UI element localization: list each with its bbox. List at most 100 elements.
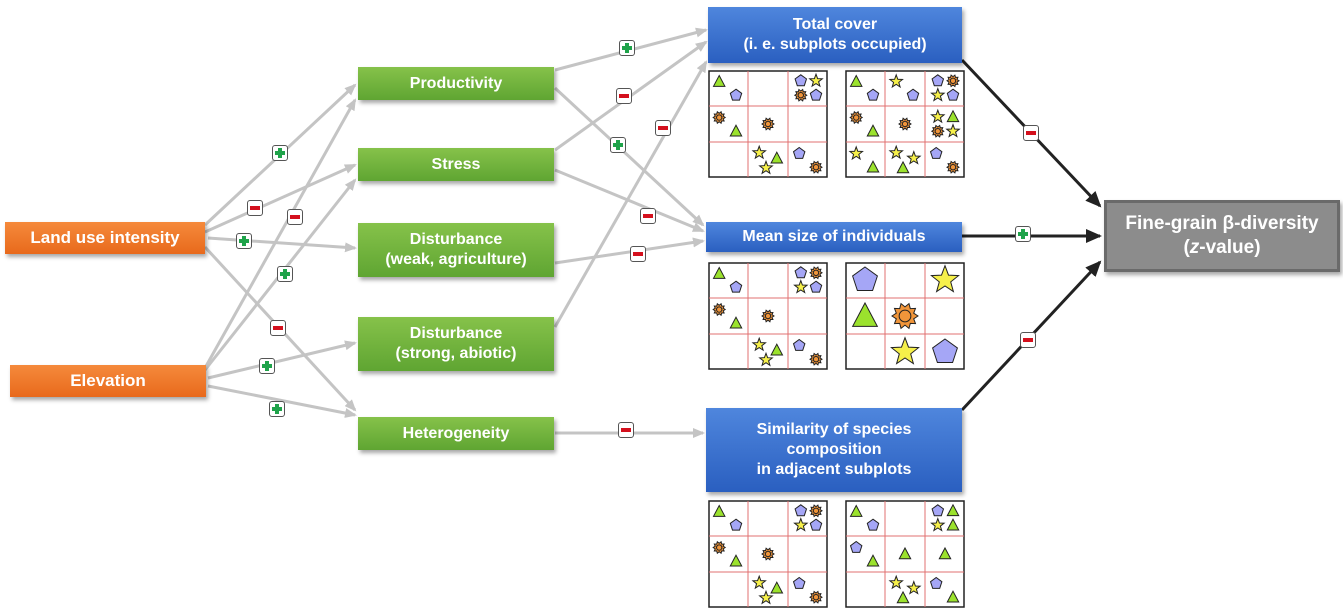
total-cover-box: Total cover (i. e. subplots occupied) <box>708 7 962 63</box>
beta-diversity-title: Fine-grain β-diversity <box>1125 213 1319 235</box>
star-icon <box>930 517 946 532</box>
star-icon <box>793 279 809 294</box>
plus-vertical-bar <box>265 361 269 371</box>
arrow-landuse-stress <box>204 163 357 234</box>
triangle-icon <box>770 581 784 594</box>
triangle-icon <box>896 590 910 604</box>
minus-bar <box>273 326 283 330</box>
land-use-intensity-label: Land use intensity <box>30 228 180 248</box>
sign-stress-mean-size <box>640 208 656 224</box>
sun-icon <box>898 117 912 131</box>
triangle-icon <box>896 160 910 174</box>
sign-disturbance-strong-total-cover <box>655 120 671 136</box>
triangle-icon <box>712 74 726 87</box>
plus-vertical-bar <box>242 236 246 246</box>
elevation-box: Elevation <box>10 365 206 397</box>
disturbance-weak-line-1: Disturbance <box>409 231 503 248</box>
z-suffix: -value <box>1199 237 1255 258</box>
sign-elevation-stress <box>277 266 293 282</box>
star-icon <box>930 108 946 124</box>
star-icon <box>888 73 904 89</box>
pentagon-icon <box>946 88 960 101</box>
plus-vertical-bar <box>278 148 282 158</box>
sign-stress-total-cover <box>616 88 632 104</box>
minus-bar <box>633 252 643 256</box>
pentagon-icon <box>792 576 806 589</box>
pentagon-icon <box>932 338 958 363</box>
sun-icon <box>712 540 727 555</box>
sun-icon <box>946 74 960 88</box>
minus-bar <box>658 126 668 130</box>
arrow-landuse-disturbance-weak <box>207 236 357 253</box>
minus-bar <box>250 206 260 210</box>
plus-vertical-bar <box>1021 229 1025 239</box>
disturbance-strong-box: Disturbance (strong, abiotic) <box>358 317 554 371</box>
star-icon <box>888 574 904 590</box>
triangle-icon <box>898 546 912 560</box>
sun-icon <box>946 160 960 174</box>
sun-icon <box>761 547 775 561</box>
pentagon-icon <box>792 338 806 351</box>
sun-icon <box>891 302 919 330</box>
sign-landuse-productivity <box>272 145 288 161</box>
minus-bar <box>619 94 629 98</box>
productivity-box: Productivity <box>358 67 554 100</box>
similarity-line-3: in adjacent subplots <box>756 461 912 478</box>
star-icon <box>758 589 774 605</box>
heterogeneity-box: Heterogeneity <box>358 417 554 450</box>
star-icon <box>808 72 824 88</box>
plus-vertical-bar <box>625 43 629 53</box>
mean-size-box: Mean size of individuals <box>706 222 962 252</box>
stress-label: Stress <box>431 155 481 173</box>
triangle-icon <box>938 546 952 560</box>
pentagon-icon <box>849 540 863 553</box>
sun-icon <box>809 590 823 604</box>
pentagon-icon <box>794 504 808 517</box>
star-icon <box>930 87 946 102</box>
sun-icon <box>761 309 775 323</box>
arrow-disturbance-strong-total-cover <box>553 60 708 328</box>
beta-diversity-box: Fine-grain β-diversity (z-value) <box>1104 200 1340 272</box>
sun-icon <box>761 117 775 131</box>
arrow-elevation-productivity <box>203 98 357 369</box>
triangle-icon <box>729 124 743 137</box>
star-icon <box>906 150 922 165</box>
plus-vertical-bar <box>275 404 279 414</box>
star-icon <box>930 264 960 293</box>
similarity-box: Similarity of species composition in adj… <box>706 408 962 492</box>
plus-vertical-bar <box>616 140 620 150</box>
minus-bar <box>643 214 653 218</box>
pentagon-icon <box>809 280 823 293</box>
sun-icon <box>712 110 727 125</box>
arrow-productivity-mean-size <box>553 86 705 227</box>
triangle-icon <box>866 554 880 567</box>
star-icon <box>751 574 767 590</box>
similarity-line-2: composition <box>786 441 882 458</box>
sign-landuse-stress <box>247 200 263 216</box>
sign-disturbance-weak-mean-size <box>630 246 646 262</box>
total-cover-grid-1 <box>708 70 828 178</box>
triangle-icon <box>866 124 880 137</box>
pentagon-icon <box>852 266 878 291</box>
mean-size-label: Mean size of individuals <box>742 228 926 245</box>
pentagon-icon <box>866 88 880 101</box>
stress-box: Stress <box>358 148 554 181</box>
star-icon <box>751 336 767 352</box>
star-icon <box>906 580 922 595</box>
sign-landuse-heterogeneity <box>270 320 286 336</box>
triangle-icon <box>712 266 726 279</box>
sign-elevation-productivity <box>287 209 303 225</box>
star-icon <box>751 144 767 160</box>
total-cover-line-2: (i. e. subplots occupied) <box>743 36 927 53</box>
land-use-intensity-box: Land use intensity <box>5 222 205 254</box>
mean-size-grid-1 <box>708 262 828 370</box>
sign-elevation-heterogeneity <box>269 401 285 417</box>
sun-icon <box>809 266 823 280</box>
pentagon-icon <box>792 146 806 159</box>
pentagon-icon <box>794 74 808 87</box>
triangle-icon <box>946 109 960 123</box>
star-icon <box>758 159 774 175</box>
sun-icon <box>793 88 808 102</box>
triangle-icon <box>849 74 863 87</box>
